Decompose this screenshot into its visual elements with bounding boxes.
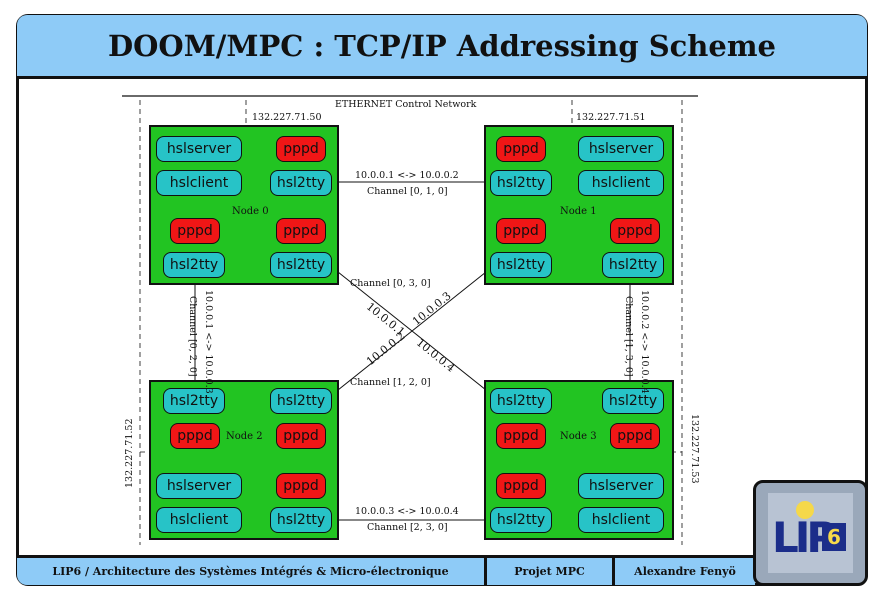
node-3-label: Node 3	[560, 431, 597, 442]
node2-hsl2tty-2: hsl2tty	[270, 388, 332, 414]
node3-hslserver: hslserver	[578, 473, 664, 499]
node-1-ip: 132.227.71.51	[576, 112, 646, 123]
node-0-label: Node 0	[232, 206, 269, 217]
node0-hslclient: hslclient	[156, 170, 242, 196]
logo-digit: 6	[822, 523, 846, 551]
node3-hslclient: hslclient	[578, 507, 664, 533]
node-3-ip: 132.227.71.53	[689, 414, 700, 484]
footer-project: Projet MPC	[487, 558, 615, 585]
node0-hsl2tty-1: hsl2tty	[270, 170, 332, 196]
node2-pppd-2: pppd	[276, 423, 326, 449]
node1-pppd-3: pppd	[610, 218, 660, 244]
node3-hsl2tty-1: hsl2tty	[490, 388, 552, 414]
link-n0-n3-chan: Channel [0, 3, 0]	[350, 278, 431, 289]
link-n1-n2-chan: Channel [1, 2, 0]	[350, 377, 431, 388]
node2-hsl2tty-1: hsl2tty	[163, 388, 225, 414]
node2-hslclient: hslclient	[156, 507, 242, 533]
footer-bar: LIP6 / Architecture des Systèmes Intégré…	[17, 555, 755, 585]
link-n0-n1-addr: 10.0.0.1 <-> 10.0.0.2	[355, 170, 459, 181]
node0-hsl2tty-2: hsl2tty	[163, 252, 225, 278]
link-n0-n2-addr: 10.0.0.1 <-> 10.0.0.3	[203, 290, 214, 394]
node1-pppd-2: pppd	[496, 218, 546, 244]
node2-hslserver: hslserver	[156, 473, 242, 499]
node3-hsl2tty-2b: hsl2tty	[490, 507, 552, 533]
node-2-label: Node 2	[226, 431, 263, 442]
node2-hsl2tty-3: hsl2tty	[270, 507, 332, 533]
node3-hsl2tty-2: hsl2tty	[602, 388, 664, 414]
node1-hslclient: hslclient	[578, 170, 664, 196]
link-n1-n3-addr: 10.0.0.2 <-> 10.0.0.4	[639, 290, 650, 394]
node3-pppd-1: pppd	[496, 423, 546, 449]
node0-pppd-1: pppd	[276, 136, 326, 162]
link-n0-n1-chan: Channel [0, 1, 0]	[367, 186, 448, 197]
node3-pppd-2: pppd	[610, 423, 660, 449]
link-n2-n3-chan: Channel [2, 3, 0]	[367, 522, 448, 533]
link-n1-n3-chan: Channel [1, 3, 0]	[623, 296, 634, 377]
footer-author: Alexandre Fenyö	[634, 565, 736, 578]
title-bar: DOOM/MPC : TCP/IP Addressing Scheme	[17, 15, 867, 79]
node3-pppd-3: pppd	[496, 473, 546, 499]
network-label: ETHERNET Control Network	[335, 99, 477, 110]
link-n0-n2-chan: Channel [0, 2, 0]	[187, 296, 198, 377]
node1-hslserver: hslserver	[578, 136, 664, 162]
node0-hslserver: hslserver	[156, 136, 242, 162]
node-1-label: Node 1	[560, 206, 597, 217]
node-0-ip: 132.227.71.50	[252, 112, 322, 123]
page-title: DOOM/MPC : TCP/IP Addressing Scheme	[108, 28, 776, 63]
node0-pppd-2: pppd	[170, 218, 220, 244]
node2-pppd-1: pppd	[170, 423, 220, 449]
node1-hsl2tty-2: hsl2tty	[490, 252, 552, 278]
link-n1-n2	[337, 271, 487, 391]
node2-pppd-3: pppd	[276, 473, 326, 499]
node0-hsl2tty-3: hsl2tty	[270, 252, 332, 278]
node-2-ip: 132.227.71.52	[124, 418, 135, 488]
node1-pppd-1: pppd	[496, 136, 546, 162]
logo-sun-icon	[796, 501, 814, 519]
footer-lab: LIP6 / Architecture des Systèmes Intégré…	[17, 558, 487, 585]
node1-hsl2tty-1: hsl2tty	[490, 170, 552, 196]
lip6-logo: LIP 6	[753, 480, 868, 586]
node1-hsl2tty-3: hsl2tty	[602, 252, 664, 278]
link-n2-n3-addr: 10.0.0.3 <-> 10.0.0.4	[355, 506, 459, 517]
node0-pppd-3: pppd	[276, 218, 326, 244]
